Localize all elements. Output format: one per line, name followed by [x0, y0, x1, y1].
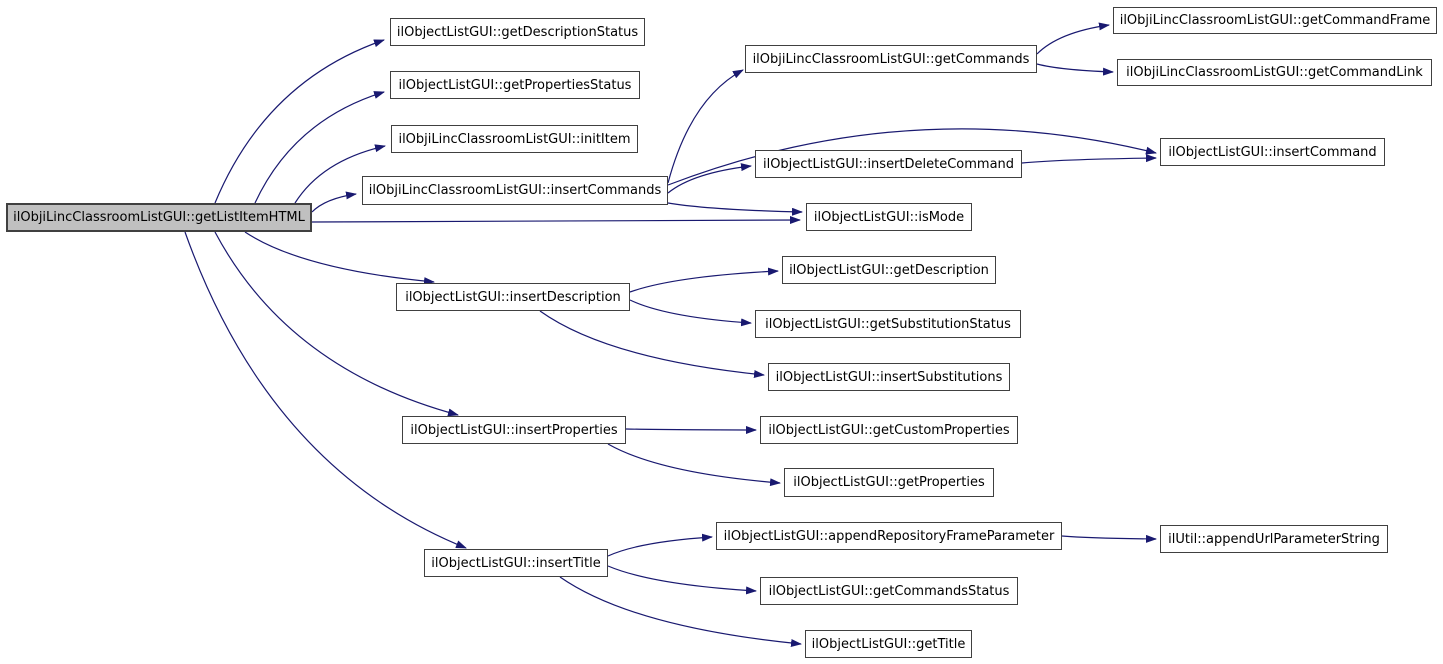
node-getSubstitutionStatus[interactable]: ilObjectListGUI::getSubstitutionStatus [755, 310, 1021, 338]
edge-insertDescription-insertSubstitutions [539, 310, 765, 378]
edge-insertTitle-getCommandsStatus [607, 565, 757, 595]
edge-insertCommands-getCommands [667, 69, 744, 184]
edge-insertCommands-insertDeleteCommand [667, 163, 752, 194]
node-initItem[interactable]: ilObjiLincClassroomListGUI::initItem [391, 125, 638, 153]
node-insertTitle[interactable]: ilObjectListGUI::insertTitle [424, 549, 608, 577]
edge-getListItemHTML-getDescriptionStatus [214, 39, 385, 204]
edge-getListItemHTML-insertProperties [214, 231, 459, 417]
edge-getCommands-getCommandFrame [1036, 22, 1110, 55]
edge-insertDescription-getSubstitutionStatus [629, 299, 752, 327]
edge-getListItemHTML-insertDescription [244, 231, 435, 286]
node-getCommands[interactable]: ilObjiLincClassroomListGUI::getCommands [745, 45, 1037, 73]
node-getCommandLink[interactable]: ilObjiLincClassroomListGUI::getCommandLi… [1117, 59, 1432, 86]
node-getDescriptionStatus[interactable]: ilObjectListGUI::getDescriptionStatus [390, 18, 645, 46]
node-insertProperties[interactable]: ilObjectListGUI::insertProperties [402, 416, 626, 444]
node-insertCommands[interactable]: ilObjiLincClassroomListGUI::insertComman… [362, 176, 668, 205]
edge-insertCommands-isMode [667, 202, 803, 216]
edge-appendRepositoryFrameParameter-appendUrlParameterString [1061, 534, 1157, 543]
edge-insertProperties-getCustomProperties [625, 425, 757, 434]
edge-insertDescription-getDescription [629, 267, 779, 293]
edge-getListItemHTML-isMode [311, 216, 801, 225]
node-insertDescription[interactable]: ilObjectListGUI::insertDescription [396, 283, 630, 311]
node-getCommandFrame[interactable]: ilObjiLincClassroomListGUI::getCommandFr… [1113, 7, 1437, 34]
node-insertDeleteCommand[interactable]: ilObjectListGUI::insertDeleteCommand [755, 150, 1022, 178]
edge-insertDeleteCommand-insertCommand [1021, 154, 1157, 164]
edge-getListItemHTML-initItem [294, 144, 386, 204]
node-getTitle[interactable]: ilObjectListGUI::getTitle [805, 630, 972, 658]
edge-getListItemHTML-getPropertiesStatus [254, 91, 385, 204]
node-appendUrlParameterString[interactable]: ilUtil::appendUrlParameterString [1160, 525, 1388, 553]
edge-getCommands-getCommandLink [1036, 63, 1114, 76]
edge-insertProperties-getProperties [607, 443, 781, 487]
node-insertCommand[interactable]: ilObjectListGUI::insertCommand [1160, 138, 1385, 166]
node-appendRepositoryFrameParameter[interactable]: ilObjectListGUI::appendRepositoryFramePa… [716, 522, 1062, 550]
node-getProperties[interactable]: ilObjectListGUI::getProperties [784, 468, 994, 497]
node-insertSubstitutions[interactable]: ilObjectListGUI::insertSubstitutions [768, 363, 1010, 391]
node-getDescription[interactable]: ilObjectListGUI::getDescription [782, 256, 996, 284]
node-isMode[interactable]: ilObjectListGUI::isMode [806, 203, 972, 231]
edge-getListItemHTML-insertTitle [184, 231, 467, 549]
edge-insertCommands-insertCommand [667, 128, 1157, 186]
node-getPropertiesStatus[interactable]: ilObjectListGUI::getPropertiesStatus [390, 71, 640, 99]
node-getCustomProperties[interactable]: ilObjectListGUI::getCustomProperties [760, 416, 1018, 444]
edge-insertTitle-appendRepositoryFrameParameter [607, 533, 713, 557]
edge-getListItemHTML-insertCommands [311, 191, 357, 213]
node-getListItemHTML: ilObjiLincClassroomListGUI::getListItemH… [6, 203, 312, 232]
edge-insertTitle-getTitle [559, 576, 802, 647]
node-getCommandsStatus[interactable]: ilObjectListGUI::getCommandsStatus [760, 577, 1018, 605]
